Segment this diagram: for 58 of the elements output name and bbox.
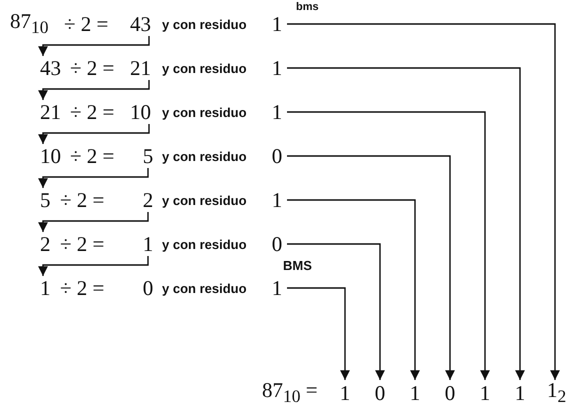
number: 1: [407, 380, 423, 406]
arrow: [287, 67, 525, 380]
number: 1: [40, 276, 56, 300]
note-text: y con residuo: [162, 104, 247, 122]
number: 1$_{2}$: [547, 380, 569, 406]
number: 5: [40, 188, 56, 212]
number: 2: [40, 232, 56, 256]
arrow: [38, 256, 149, 276]
arrow: [287, 199, 420, 380]
note-text: BMS: [283, 258, 312, 272]
arrow: [287, 243, 385, 380]
arrow: [38, 80, 150, 100]
note-text: y con residuo: [162, 192, 247, 210]
number: 1: [270, 100, 284, 124]
number: 1: [477, 380, 493, 406]
arrow: [287, 155, 455, 380]
number: 0: [140, 276, 156, 300]
equation-text: ÷ 2 =: [64, 12, 108, 36]
number: 10: [40, 144, 66, 168]
number: 1: [270, 56, 284, 80]
note-text: y con residuo: [162, 236, 247, 254]
note-text: y con residuo: [162, 280, 247, 298]
number: 21: [130, 56, 156, 80]
number: 1: [140, 232, 156, 256]
equation-text: ÷ 2 =: [60, 276, 104, 300]
arrow: [38, 124, 150, 144]
equation-text: ÷ 2 =: [70, 56, 114, 80]
number: 2: [140, 188, 156, 212]
equation-text: 87$_{10}$ =: [262, 380, 318, 406]
number: 5: [140, 144, 156, 168]
number: 21: [40, 100, 66, 124]
number: 1: [270, 276, 284, 300]
number: 1: [270, 12, 284, 36]
number: 43: [130, 12, 156, 36]
number: 1: [337, 380, 353, 406]
number: 0: [270, 144, 284, 168]
number: 10: [130, 100, 156, 124]
note-text: bms: [296, 0, 319, 14]
equation-text: ÷ 2 =: [60, 188, 104, 212]
equation-text: ÷ 2 =: [60, 232, 104, 256]
arrow: [38, 168, 149, 188]
arrow: [287, 23, 560, 380]
equation-text: ÷ 2 =: [70, 100, 114, 124]
number: 0: [270, 232, 284, 256]
number: 0: [442, 380, 458, 406]
equation-text: ÷ 2 =: [70, 144, 114, 168]
number: 43: [40, 56, 66, 80]
arrow: [287, 111, 490, 380]
note-text: y con residuo: [162, 60, 247, 78]
arrow: [38, 212, 149, 232]
note-text: y con residuo: [162, 16, 247, 34]
number: 87$_{10}$: [10, 12, 60, 36]
number: 1: [512, 380, 528, 406]
note-text: y con residuo: [162, 148, 247, 166]
arrow: [287, 287, 350, 380]
arrow: [38, 36, 150, 56]
number: 0: [372, 380, 388, 406]
number: 1: [270, 188, 284, 212]
